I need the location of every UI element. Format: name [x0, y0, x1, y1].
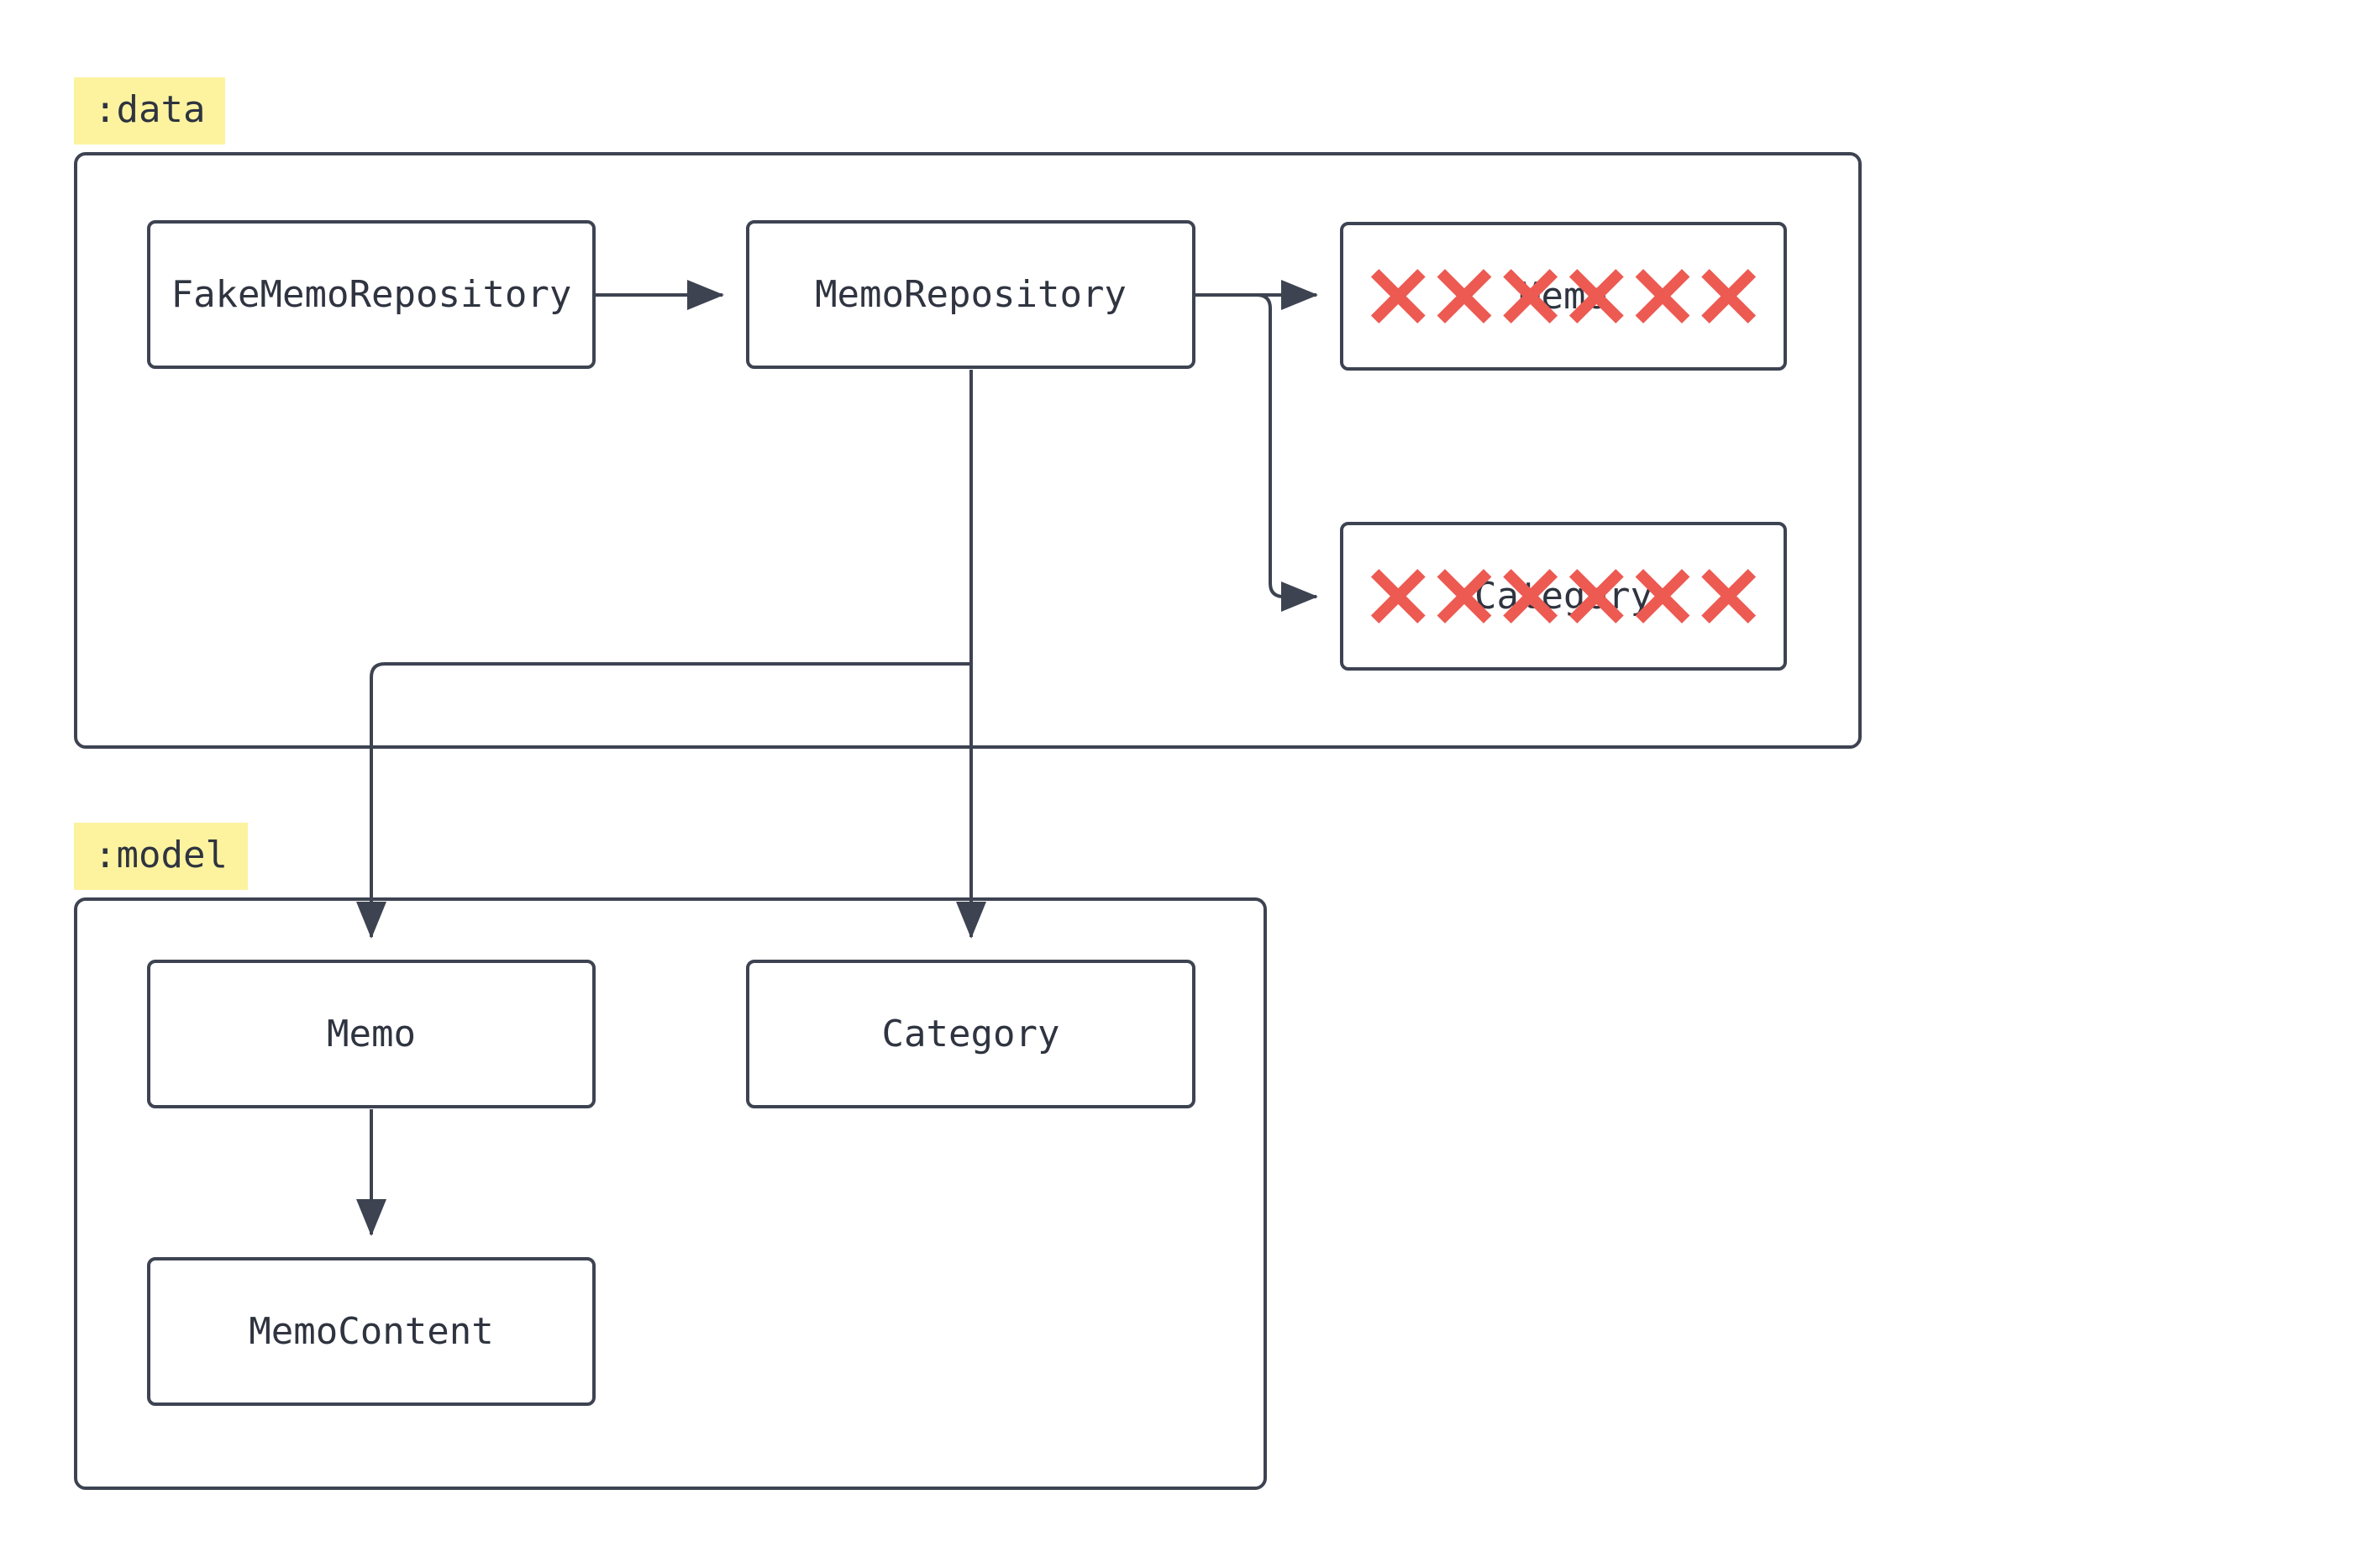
- node-fake-memo-repository[interactable]: FakeMemoRepository: [147, 220, 596, 369]
- cluster-data: [74, 152, 1862, 749]
- cluster-model: [74, 897, 1267, 1490]
- node-data-memo[interactable]: Memo: [1340, 222, 1787, 371]
- node-model-memo[interactable]: Memo: [147, 960, 596, 1108]
- node-label: MemoContent: [249, 1309, 494, 1353]
- node-memo-repository[interactable]: MemoRepository: [746, 220, 1195, 369]
- node-label: Category: [881, 1012, 1060, 1055]
- cluster-model-label: :model: [74, 823, 248, 890]
- node-model-category[interactable]: Category: [746, 960, 1195, 1108]
- node-model-memo-content[interactable]: MemoContent: [147, 1257, 596, 1406]
- node-label: Category: [1474, 574, 1652, 618]
- node-label: MemoRepository: [815, 272, 1127, 316]
- node-label: Memo: [1519, 274, 1608, 318]
- node-label: Memo: [327, 1012, 416, 1055]
- node-label: FakeMemoRepository: [171, 272, 572, 316]
- node-data-category[interactable]: Category: [1340, 522, 1787, 671]
- cluster-data-label: :data: [74, 77, 226, 145]
